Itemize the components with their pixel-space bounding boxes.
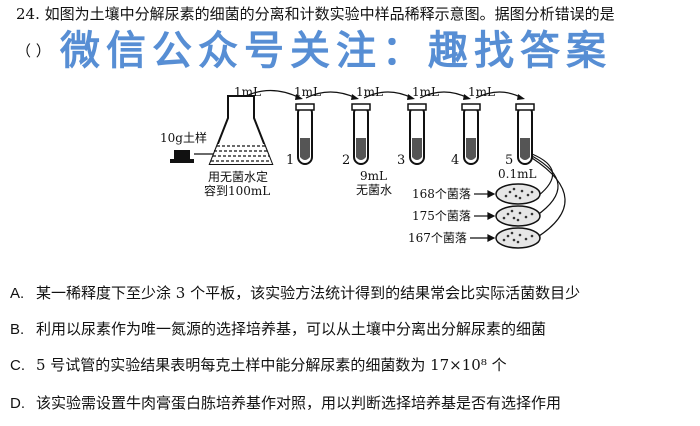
petri-dish-3-icon [495,227,541,249]
option-b[interactable]: B. 利用以尿素作为唯一氮源的选择培养基，可以从土壤中分离出分解尿素的细菌 [10,318,546,341]
transfer-volume-1: 1mL [234,85,261,99]
transfer-volume-3: 1mL [356,85,383,99]
watermark-text: 微信公众号关注：趣找答案 [60,28,612,74]
balance-icon [170,150,194,163]
test-tube-5-icon [515,103,535,165]
colony-count-1: 168个菌落 [412,187,471,201]
option-d-letter: D. [10,395,25,412]
option-d-text: 该实验需设置牛肉膏蛋白胨培养基作对照，用以判断选择培养基是否有选择作用 [36,394,562,412]
flask-label-line2: 容到100mL [204,183,270,198]
plating-arrows [531,153,566,239]
plating-volume-label: 0.1mL [498,167,536,181]
option-c-letter: C. [10,357,25,374]
option-c-text: 5 号试管的实验结果表明每克土样中能分解尿素的细菌数为 17×10⁸ 个 [36,356,507,374]
test-tube-3-icon [407,103,427,165]
option-b-letter: B. [10,321,25,338]
count-arrows [470,190,496,242]
transfer-volume-5: 1mL [468,85,495,99]
test-tube-2-icon [351,103,371,165]
soil-label: 10g土样 [160,130,207,145]
test-tube-1-icon [295,103,315,165]
tube-number-4: 4 [451,153,459,168]
test-tube-4-icon [461,103,481,165]
colony-count-2: 175个菌落 [412,209,471,223]
option-a-letter: A. [10,285,25,302]
water-label-line1: 9mL [360,169,387,183]
petri-dish-2-icon [495,205,541,227]
question-text: 如图为土壤中分解尿素的细菌的分离和计数实验中样品稀释示意图。据图分析错误的是 [44,5,615,23]
question-number: 24. [16,5,40,23]
transfer-arrowheads [295,94,525,100]
petri-dish-1-icon [495,183,541,205]
option-a[interactable]: A. 某一稀释度下至少涂 3 个平板，该实验方法统计得到的结果常会比实际活菌数目少 [10,282,580,305]
dilution-diagram: 10g土样 用无菌水定 容到100mL [150,84,590,260]
tube-number-1: 1 [286,153,294,168]
petri-dish-icons [495,183,541,249]
flask-icon [208,95,274,165]
tube-number-3: 3 [397,153,405,168]
tube-number-5: 5 [505,153,513,168]
transfer-volume-2: 1mL [294,85,321,99]
question-stem: 24. 如图为土壤中分解尿素的细菌的分离和计数实验中样品稀释示意图。据图分析错误… [16,4,700,24]
answer-bracket: （ ） [16,42,51,60]
test-tube-icons [295,103,535,165]
colony-count-3: 167个菌落 [408,231,467,245]
option-c[interactable]: C. 5 号试管的实验结果表明每克土样中能分解尿素的细菌数为 17×10⁸ 个 [10,354,507,377]
transfer-volume-4: 1mL [412,85,439,99]
flask-label-line1: 用无菌水定 [208,169,268,184]
tube-number-2: 2 [342,153,350,168]
water-label-line2: 无菌水 [356,183,392,197]
option-a-text: 某一稀释度下至少涂 3 个平板，该实验方法统计得到的结果常会比实际活菌数目少 [36,284,581,302]
option-b-text: 利用以尿素作为唯一氮源的选择培养基，可以从土壤中分离出分解尿素的细菌 [36,320,547,338]
option-d[interactable]: D. 该实验需设置牛肉膏蛋白胨培养基作对照，用以判断选择培养基是否有选择作用 [10,392,561,415]
